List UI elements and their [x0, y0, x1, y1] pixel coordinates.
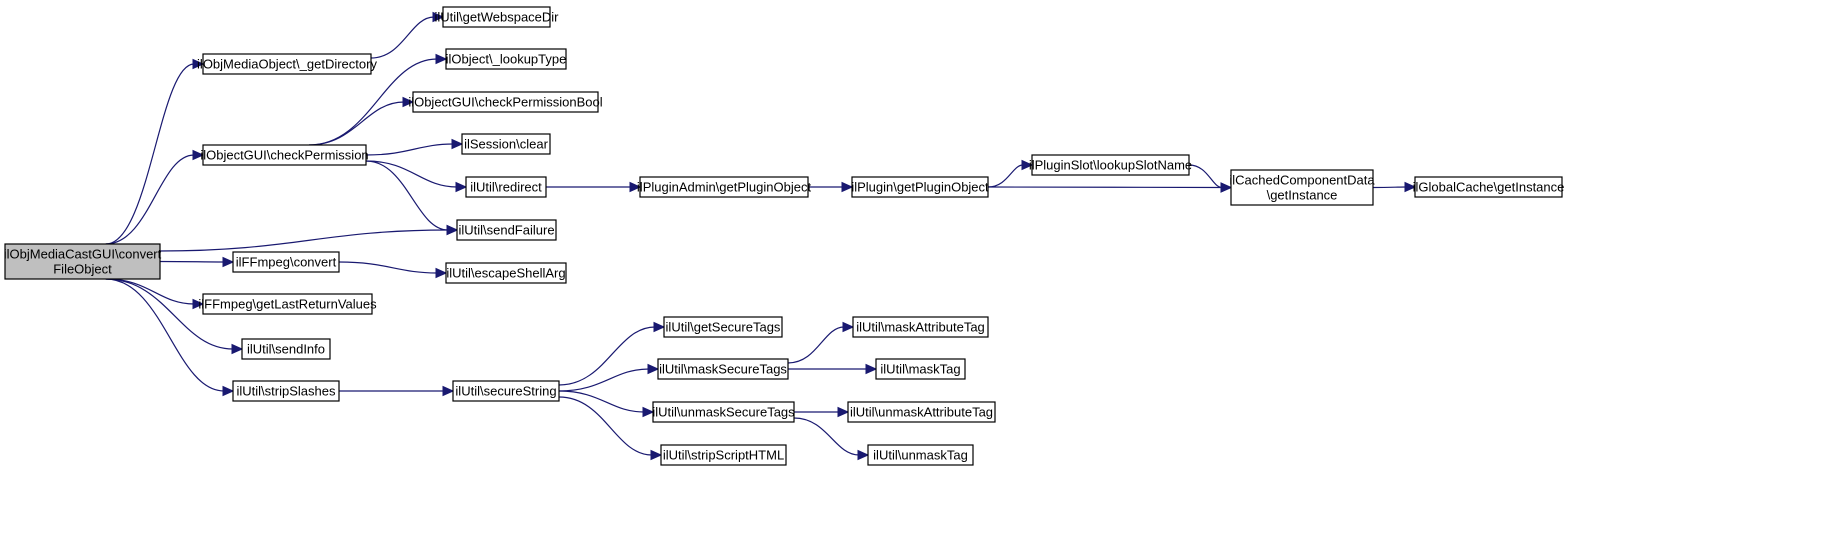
call-edges [105, 11, 1417, 461]
node-global-cache-get-instance[interactable]: ilGlobalCache\getInstance [1413, 176, 1565, 198]
edge-root-to-send-failure [159, 224, 459, 252]
node-unmask-secure-tags[interactable]: ilUtil\unmaskSecureTags [652, 401, 795, 423]
node-label: ilObject\_lookupType [446, 52, 567, 67]
edge-plugin-get-to-lookup-slot-name [987, 159, 1034, 188]
node-mask-secure-tags[interactable]: ilUtil\maskSecureTags [657, 358, 789, 380]
edge-secure-string-to-mask-secure-tags [558, 363, 660, 392]
node-label: ilUtil\stripScriptHTML [663, 448, 784, 463]
edge-mask-secure-tags-to-mask-tag [788, 363, 878, 375]
node-mask-attribute-tag[interactable]: ilUtil\maskAttributeTag [852, 316, 989, 338]
node-plugin-admin-get[interactable]: ilPluginAdmin\getPluginObject [637, 176, 812, 198]
node-label: ilPluginAdmin\getPluginObject [637, 180, 812, 195]
edge-root-to-strip-slashes [105, 278, 235, 397]
node-label: ilUtil\maskAttributeTag [856, 320, 985, 335]
node-label: ilCachedComponentData [1229, 173, 1375, 188]
edge-ffmpeg-convert-to-escape-shell-arg [338, 261, 448, 279]
edge-root-to-get-last-return-values [105, 278, 205, 310]
node-label: ilObjectGUI\checkPermissionBool [408, 95, 602, 110]
node-label: FileObject [53, 262, 112, 277]
node-label: ilObjMediaObject\_getDirectory [197, 57, 377, 72]
node-send-info[interactable]: ilUtil\sendInfo [241, 338, 331, 360]
node-unmask-tag[interactable]: ilUtil\unmaskTag [867, 444, 974, 466]
edge-strip-slashes-to-secure-string [339, 385, 455, 397]
node-check-permission[interactable]: ilObjectGUI\checkPermission [200, 144, 369, 166]
node-get-directory[interactable]: ilObjMediaObject\_getDirectory [197, 53, 377, 75]
node-label: ilUtil\unmaskTag [873, 448, 968, 463]
edge-plugin-get-to-cached-get-instance [987, 182, 1233, 193]
node-label: ilUtil\stripSlashes [237, 384, 336, 399]
edge-get-directory-to-get-webspace-dir [370, 11, 445, 59]
edge-plugin-admin-get-to-plugin-get [807, 181, 854, 193]
node-get-webspace-dir[interactable]: ilUtil\getWebspaceDir [434, 6, 559, 28]
node-mask-tag[interactable]: ilUtil\maskTag [875, 358, 966, 380]
edge-check-permission-to-redirect [365, 160, 468, 193]
edge-cached-get-instance-to-global-cache-get-instance [1372, 181, 1417, 193]
node-label: ilUtil\redirect [470, 180, 542, 195]
node-secure-string[interactable]: ilUtil\secureString [452, 380, 560, 402]
edge-secure-string-to-unmask-secure-tags [558, 390, 655, 418]
node-label: ilUtil\getSecureTags [666, 320, 781, 335]
node-label: ilUtil\secureString [455, 384, 556, 399]
node-cached-get-instance[interactable]: ilCachedComponentData\getInstance [1229, 169, 1375, 206]
edge-secure-string-to-strip-script-html [558, 396, 663, 461]
node-redirect[interactable]: ilUtil\redirect [465, 176, 547, 198]
edge-redirect-to-plugin-admin-get [545, 181, 642, 193]
node-label: ilUtil\unmaskAttributeTag [850, 405, 993, 420]
node-check-permission-bool[interactable]: ilObjectGUI\checkPermissionBool [408, 91, 603, 113]
edge-check-permission-to-session-clear [365, 138, 464, 156]
node-lookup-type[interactable]: ilObject\_lookupType [445, 48, 567, 70]
node-get-secure-tags[interactable]: ilUtil\getSecureTags [663, 316, 783, 338]
edge-root-to-get-directory [105, 58, 205, 245]
node-label: ilUtil\escapeShellArg [446, 266, 565, 281]
edge-mask-secure-tags-to-mask-attribute-tag [787, 321, 855, 364]
function-nodes: ilObjMediaCastGUI\convertFileObjectilObj… [4, 6, 1565, 466]
node-unmask-attribute-tag[interactable]: ilUtil\unmaskAttributeTag [847, 401, 996, 423]
edge-root-to-send-info [105, 278, 244, 355]
node-ffmpeg-convert[interactable]: ilFFmpeg\convert [232, 251, 340, 273]
edge-root-to-check-permission [105, 149, 205, 245]
node-label: ilSession\clear [464, 137, 548, 152]
node-label: ilUtil\maskSecureTags [659, 362, 787, 377]
edge-secure-string-to-get-secure-tags [558, 321, 666, 386]
node-label: ilFFmpeg\convert [236, 255, 337, 270]
node-label: ilFFmpeg\getLastReturnValues [198, 297, 377, 312]
node-label: ilGlobalCache\getInstance [1413, 180, 1565, 195]
node-send-failure[interactable]: ilUtil\sendFailure [456, 219, 557, 241]
node-strip-slashes[interactable]: ilUtil\stripSlashes [232, 380, 340, 402]
node-label: ilPluginSlot\lookupSlotName [1029, 158, 1192, 173]
node-label: ilUtil\sendInfo [247, 342, 325, 357]
node-label: ilUtil\unmaskSecureTags [652, 405, 795, 420]
node-label: ilObjMediaCastGUI\convert [4, 247, 162, 262]
node-label: ilObjectGUI\checkPermission [200, 148, 368, 163]
node-label: \getInstance [1267, 188, 1338, 203]
edge-lookup-slot-name-to-cached-get-instance [1188, 164, 1233, 193]
node-plugin-get[interactable]: ilPlugin\getPluginObject [851, 176, 989, 198]
node-label: ilUtil\maskTag [880, 362, 960, 377]
node-escape-shell-arg[interactable]: ilUtil\escapeShellArg [445, 262, 567, 284]
edge-root-to-ffmpeg-convert [159, 256, 235, 268]
node-get-last-return-values[interactable]: ilFFmpeg\getLastReturnValues [198, 293, 377, 315]
edge-unmask-secure-tags-to-unmask-tag [793, 417, 870, 461]
node-label: ilUtil\sendFailure [458, 223, 554, 238]
node-label: ilPlugin\getPluginObject [851, 180, 989, 195]
node-lookup-slot-name[interactable]: ilPluginSlot\lookupSlotName [1029, 154, 1192, 176]
edge-check-permission-to-check-permission-bool [308, 96, 415, 146]
node-label: ilUtil\getWebspaceDir [434, 10, 559, 25]
node-strip-script-html[interactable]: ilUtil\stripScriptHTML [660, 444, 787, 466]
node-session-clear[interactable]: ilSession\clear [461, 133, 551, 155]
edge-unmask-secure-tags-to-unmask-attribute-tag [794, 406, 850, 418]
